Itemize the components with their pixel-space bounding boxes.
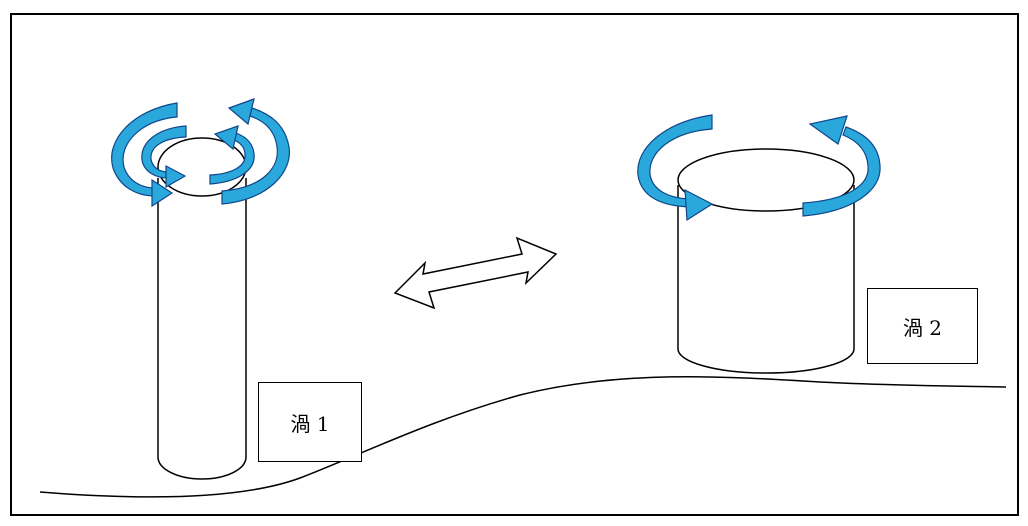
vortex-2-label: 渦 2: [867, 288, 978, 364]
vortex-1-inner-rotation-icon: [141, 125, 255, 189]
vortex-1-outer-rotation-icon: [111, 98, 290, 208]
vortex-2-cylinder: [677, 148, 855, 374]
double-headed-arrow-icon: [393, 236, 558, 310]
diagram-frame: [10, 13, 1019, 516]
vortex-1-label: 渦 1: [258, 382, 362, 462]
ground-line: [39, 375, 1007, 498]
vortex-2-rotation-icon: [637, 114, 881, 222]
